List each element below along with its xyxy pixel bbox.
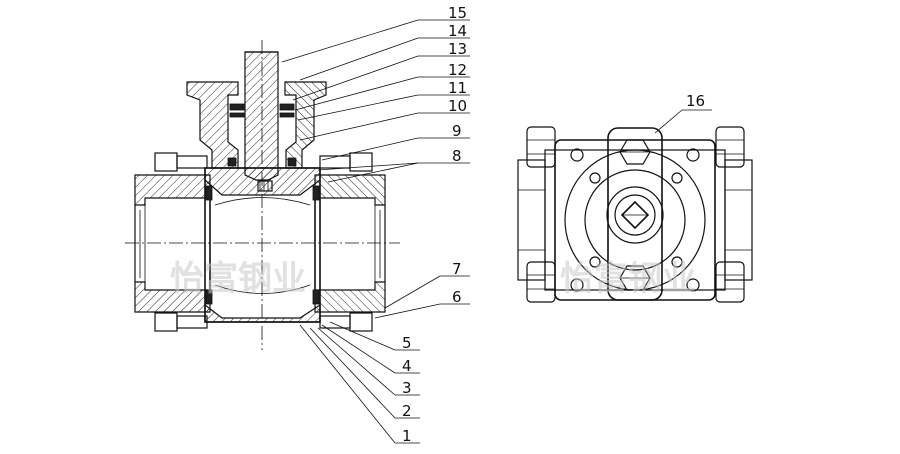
callout-5: 5 bbox=[402, 334, 412, 352]
watermark: 怡富钢业 怡富钢业 bbox=[170, 259, 696, 299]
callout-6: 6 bbox=[452, 288, 462, 306]
seats bbox=[205, 185, 320, 305]
callout-3: 3 bbox=[402, 379, 412, 397]
right-end-cap bbox=[314, 174, 386, 313]
stem-nuts bbox=[619, 139, 651, 291]
callout-16: 16 bbox=[686, 92, 705, 110]
flange-holes bbox=[570, 148, 700, 292]
callout-13: 13 bbox=[448, 40, 467, 58]
leader-lines-left bbox=[281, 19, 470, 444]
stem-housing bbox=[186, 81, 327, 169]
section-view bbox=[125, 40, 400, 350]
callout-12: 12 bbox=[448, 61, 467, 79]
callout-10: 10 bbox=[448, 97, 467, 115]
callout-11: 11 bbox=[448, 79, 467, 97]
leader-16 bbox=[654, 109, 683, 134]
stem bbox=[244, 51, 279, 181]
callout-9: 9 bbox=[452, 122, 462, 140]
callout-7: 7 bbox=[452, 260, 462, 278]
callout-15: 15 bbox=[448, 4, 467, 22]
callout-1: 1 bbox=[402, 427, 412, 445]
callout-4: 4 bbox=[402, 357, 412, 375]
watermark-right: 怡富钢业 bbox=[560, 259, 696, 299]
ball bbox=[214, 197, 311, 294]
corner-nuts bbox=[526, 126, 745, 303]
callout-2: 2 bbox=[402, 402, 412, 420]
handle-slot bbox=[607, 127, 663, 301]
packing bbox=[227, 103, 297, 167]
callout-14: 14 bbox=[448, 22, 467, 40]
callout-numbers: 15 14 13 12 11 10 9 8 7 6 5 4 3 2 1 16 bbox=[402, 4, 705, 445]
top-view bbox=[517, 109, 753, 303]
anti-static-device bbox=[257, 180, 273, 192]
watermark-left: 怡富钢业 bbox=[170, 259, 306, 299]
top-bolts bbox=[154, 152, 373, 172]
stem-top bbox=[606, 186, 664, 244]
callout-8: 8 bbox=[452, 147, 462, 165]
